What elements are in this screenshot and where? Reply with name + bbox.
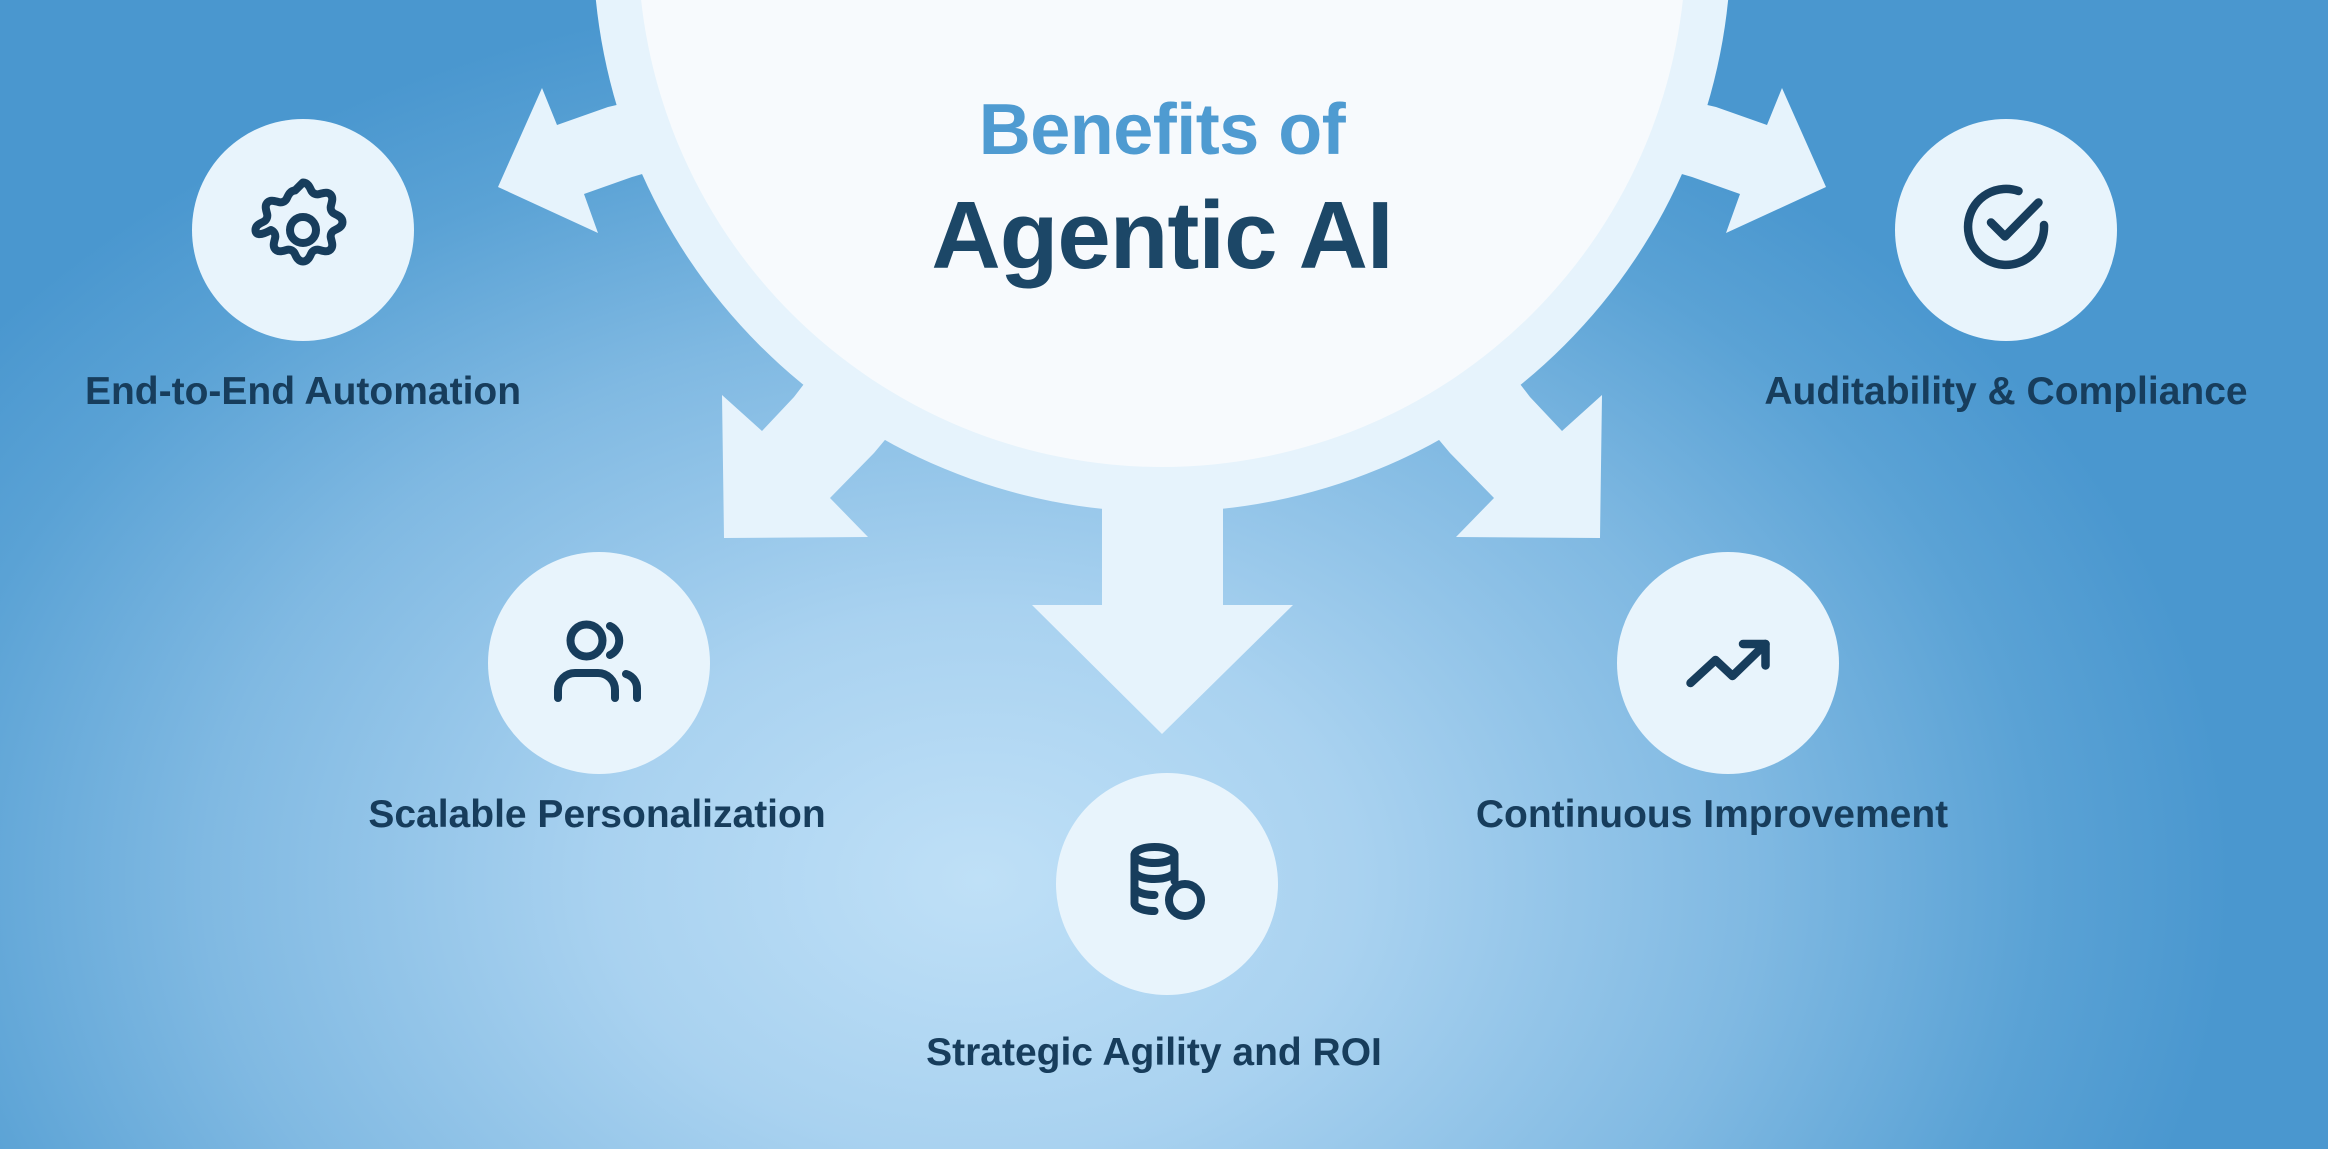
hub-center [641, 0, 1683, 467]
check-circle-icon [1963, 184, 2049, 270]
benefit-label: Auditability & Compliance [1764, 370, 2248, 413]
coins-icon [1130, 842, 1206, 921]
users-icon [554, 620, 642, 702]
benefit-label: Scalable Personalization [368, 793, 826, 836]
benefit-label: Continuous Improvement [1475, 793, 1949, 836]
benefit-label: Strategic Agility and ROI [926, 1031, 1382, 1074]
gear-icon [251, 178, 347, 266]
benefit-disc [192, 119, 414, 341]
benefit-disc [1056, 773, 1278, 995]
arrow-bottom [1032, 480, 1293, 734]
title-line-2: Agentic AI [931, 182, 1393, 289]
benefit-disc [1895, 119, 2117, 341]
benefit-disc [1617, 552, 1839, 774]
trending-up-icon [1686, 639, 1770, 688]
benefit-label: End-to-End Automation [84, 370, 522, 413]
arrow-lower-right [1414, 350, 1602, 538]
diagram-title: Benefits of Agentic AI [862, 86, 1462, 292]
title-line-1: Benefits of [978, 90, 1346, 170]
arrow-lower-left [722, 350, 910, 538]
benefit-disc [488, 552, 710, 774]
arrow-upper-right [1634, 88, 1826, 233]
arrow-upper-left [498, 88, 690, 233]
